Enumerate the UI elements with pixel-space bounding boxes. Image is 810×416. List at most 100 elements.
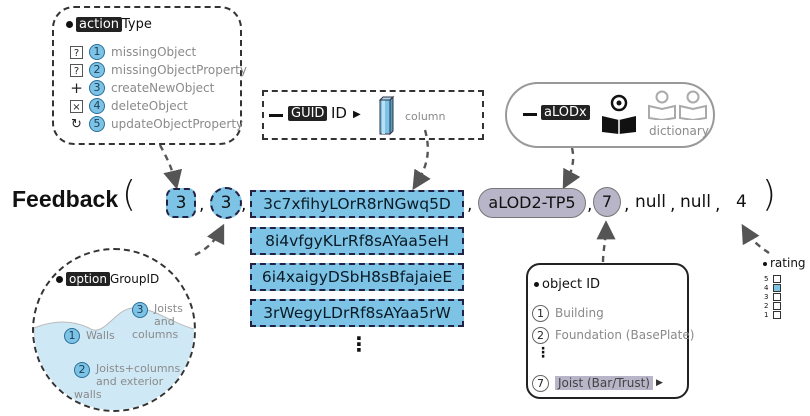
number-badge: 2 <box>74 362 90 378</box>
rating-scale: 5 4 3 2 1 <box>764 274 794 319</box>
rating-title: rating <box>763 256 806 270</box>
rating-value: 4 <box>736 192 747 212</box>
rating-level: 2 <box>764 301 794 310</box>
option-label: Joists+columns and exterior walls <box>74 362 181 401</box>
bullet-icon <box>56 276 63 283</box>
guid-cell: 8i4vfgyKLrRf8sAYaa5eH <box>250 227 464 255</box>
rating-level: 4 <box>764 283 794 292</box>
rating-label: rating <box>770 256 806 270</box>
action-item: × 4 deleteObject <box>70 97 247 115</box>
more-ellipsis: ⋮ <box>349 332 369 356</box>
book-search-icon <box>602 94 636 134</box>
feedback-label: Feedback <box>12 186 119 212</box>
book-search-icon <box>648 90 676 120</box>
number-badge: 5 <box>89 116 105 132</box>
action-item: ? 2 missingObjectProperty <box>70 61 247 79</box>
type-label: Type <box>122 17 152 32</box>
comma: , <box>670 195 676 215</box>
action-label: missingObject <box>111 45 197 59</box>
alod-value: aLOD2-TP5 <box>478 188 586 218</box>
dictionary-label: dictionary <box>649 124 709 138</box>
play-icon: ▶ <box>353 109 361 120</box>
number-badge: 7 <box>532 374 549 392</box>
close-paren: ) <box>762 174 777 215</box>
rating-level: 5 <box>764 274 794 283</box>
action-list: ? 1 missingObject ? 2 missingObjectPrope… <box>70 43 247 133</box>
number-badge: 3 <box>89 80 105 96</box>
guid-id-box: GUID ID ▶ column <box>262 90 484 140</box>
rating-level: 3 <box>764 292 794 301</box>
option-tag: option <box>66 272 110 286</box>
rating-level-label: 1 <box>764 310 769 319</box>
group-id-label: GroupID <box>109 272 160 286</box>
option-label: Walls <box>86 329 115 342</box>
question-icon: ? <box>70 63 83 77</box>
delete-icon: × <box>70 99 83 113</box>
rating-level-label: 5 <box>764 274 769 283</box>
number-badge: 2 <box>89 62 105 78</box>
rating-box <box>773 310 781 319</box>
rating-box <box>773 292 781 301</box>
object-id-label: object ID <box>542 277 601 292</box>
object-label: Joist (Bar/Trust) <box>555 376 653 390</box>
bullet-icon <box>534 282 539 287</box>
option-value: 3 <box>210 187 242 219</box>
rating-level: 1 <box>764 310 794 319</box>
action-label: updateObjectProperty <box>111 117 244 131</box>
action-label: createNewObject <box>111 81 215 95</box>
comma: , <box>199 195 205 215</box>
action-item: ? 1 missingObject <box>70 43 247 61</box>
number-badge: 2 <box>532 326 549 344</box>
guid-cell: 6i4xaigyDSbH8sBfajaieE <box>250 263 464 291</box>
object-id-box: object ID 1 Building 2 Foundation (BasePla… <box>526 263 694 399</box>
comma: , <box>715 195 721 215</box>
number-badge: 1 <box>532 304 549 322</box>
number-badge: 1 <box>64 328 80 344</box>
action-label: missingObjectProperty <box>111 63 247 77</box>
alod-tag: aLODx <box>541 105 590 120</box>
open-paren: ( <box>122 174 137 215</box>
null-value: null <box>680 192 711 212</box>
question-icon: ? <box>70 45 83 59</box>
bullet-icon <box>763 261 767 266</box>
rating-box <box>773 274 781 283</box>
comma: , <box>241 195 247 215</box>
object-label: Building <box>555 306 604 320</box>
comma: , <box>624 195 630 215</box>
guid-cell: 3rWegyLDrRf8sAYaa5rW <box>250 299 464 327</box>
number-badge: 4 <box>89 98 105 114</box>
option-item: 1 Walls <box>64 328 115 344</box>
more-ellipsis: ⋮ <box>536 345 550 361</box>
rating-box-selected <box>773 283 781 292</box>
dash-icon <box>523 113 537 116</box>
rating-box <box>773 301 781 310</box>
guid-tag: GUID <box>288 106 328 121</box>
object-item: 2 Foundation (BasePlate) <box>532 325 694 345</box>
action-tag: action <box>76 17 123 32</box>
object-value: 7 <box>593 187 621 217</box>
refresh-icon: ↻ <box>71 116 82 132</box>
action-value: 3 <box>166 188 196 218</box>
alod-box: aLODx dictionary <box>505 82 715 148</box>
book-search-icon <box>679 90 707 120</box>
comma: , <box>467 195 473 215</box>
guid-cell: 3c7xfihyLOrR8rNGwq5D <box>250 190 464 218</box>
object-label: Foundation (BasePlate) <box>555 328 695 342</box>
number-badge: 3 <box>132 302 148 318</box>
id-label: ID <box>331 104 347 122</box>
action-label: deleteObject <box>111 99 188 113</box>
column-label: column <box>405 110 446 123</box>
rating-level-label: 4 <box>764 283 769 292</box>
null-value: null <box>635 192 666 212</box>
bullet-icon <box>66 21 73 28</box>
object-item: 1 Building <box>532 303 604 323</box>
option-label: Joists and columns <box>132 302 183 341</box>
